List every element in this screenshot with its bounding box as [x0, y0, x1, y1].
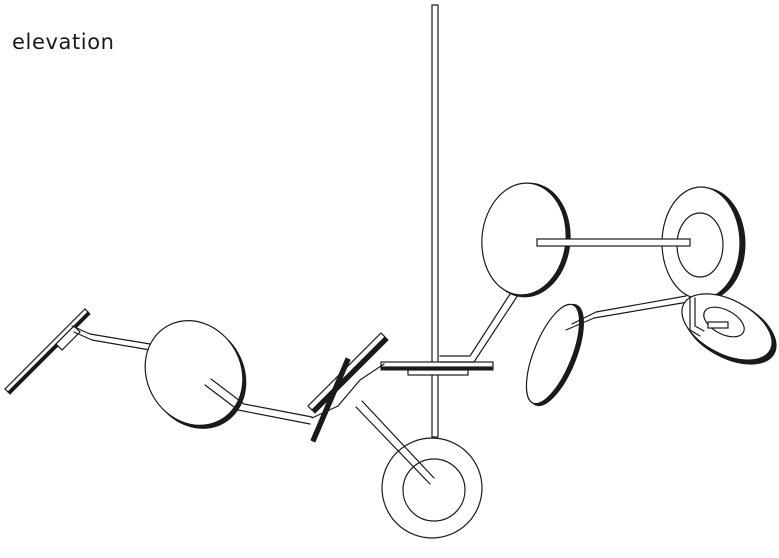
right-arm-assembly [525, 293, 777, 407]
view-label: elevation [12, 30, 115, 54]
upper-right-disc [536, 186, 746, 301]
bottom-disc [355, 400, 483, 539]
central-hub [380, 361, 494, 376]
central-stem [431, 4, 439, 438]
left-arm-assembly [4, 308, 389, 443]
